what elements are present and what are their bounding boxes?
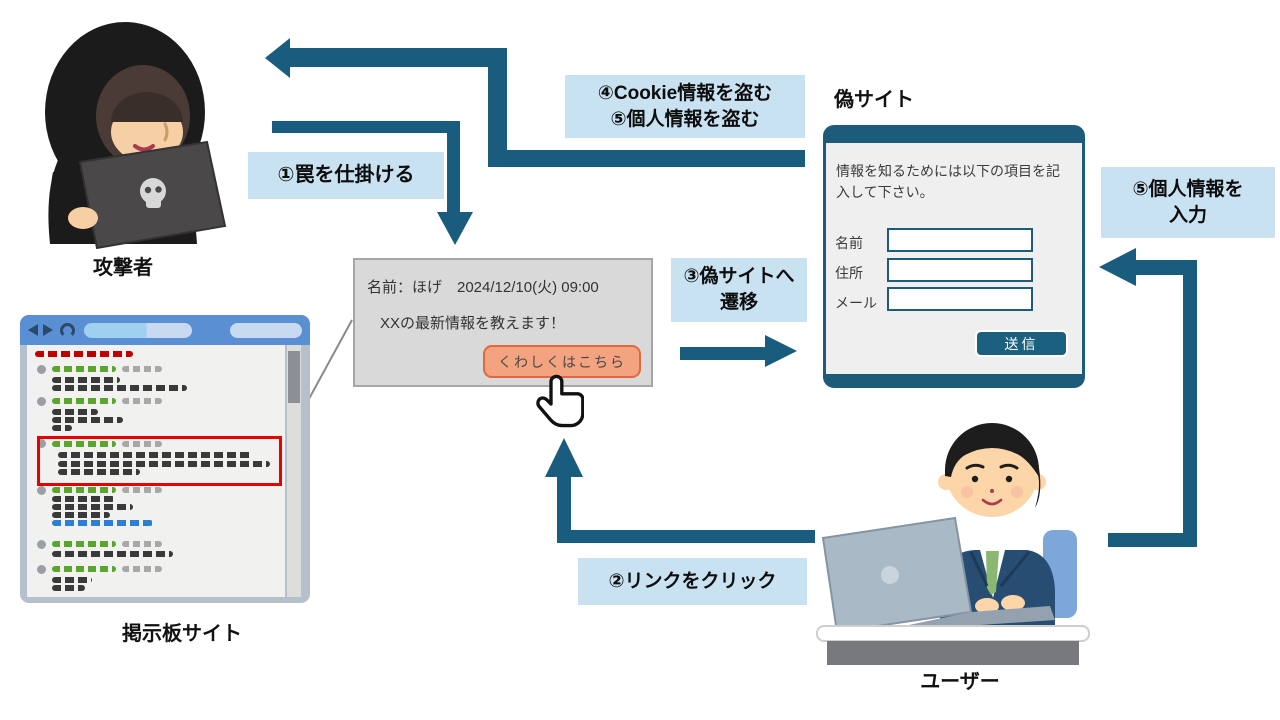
text-line-placeholder <box>58 452 252 458</box>
text-line-placeholder <box>52 417 123 423</box>
text-line-placeholder <box>52 425 72 431</box>
post-header-placeholder <box>52 441 116 447</box>
email-field[interactable] <box>887 287 1033 311</box>
post-bullet <box>37 486 46 495</box>
submit-button[interactable]: 送信 <box>975 330 1068 357</box>
scrollbar-thumb[interactable] <box>288 351 300 403</box>
bulletin-board-window <box>20 315 310 603</box>
step45-label: ④Cookie情報を盗む ⑤個人情報を盗む <box>565 75 805 138</box>
arrow-step5-left <box>1099 248 1197 547</box>
fake-site-instruction: 情報を知るためには以下の項目を記入して下さい。 <box>836 163 1060 200</box>
text-line-placeholder <box>52 504 133 510</box>
step3-label: ③偽サイトへ 遷移 <box>671 258 807 322</box>
text-line-placeholder <box>52 512 110 518</box>
post-meta-placeholder <box>122 487 162 493</box>
text-line-placeholder <box>52 577 92 583</box>
step2-label: ②リンクをクリック <box>578 558 807 605</box>
text-line-placeholder <box>52 496 115 502</box>
text-line-placeholder <box>58 469 140 475</box>
step5-label: ⑤個人情報を 入力 <box>1101 167 1275 238</box>
address-bar[interactable] <box>84 322 192 338</box>
post-meta-placeholder <box>122 398 162 404</box>
post-bullet <box>37 565 46 574</box>
search-box[interactable] <box>230 322 302 338</box>
post-bullet <box>37 397 46 406</box>
post-header-placeholder <box>52 541 116 547</box>
fake-site-window: 情報を知るためには以下の項目を記入して下さい。 名前 住所 メール 送信 <box>823 125 1085 388</box>
post-header-placeholder <box>52 566 116 572</box>
post-author-date: 名前：ほげ 2024/12/10(火) 09:00 <box>367 279 599 296</box>
malicious-post-popup: 名前：ほげ 2024/12/10(火) 09:00 XXの最新情報を教えます！ … <box>353 258 653 387</box>
text-line-placeholder <box>52 377 120 383</box>
address-field-label: 住所 <box>835 265 863 281</box>
post-bullet <box>37 365 46 374</box>
step1-label: ①罠を仕掛ける <box>248 152 444 199</box>
attacker-illustration <box>45 22 227 250</box>
email-field-label: メール <box>835 295 877 311</box>
skull-icon <box>140 178 166 208</box>
fake-site-body: 情報を知るためには以下の項目を記入して下さい。 名前 住所 メール 送信 <box>826 143 1082 374</box>
scrollbar-track[interactable] <box>287 345 301 597</box>
board-title-placeholder <box>35 351 133 357</box>
reload-icon[interactable] <box>60 322 75 338</box>
malicious-link-button[interactable]: くわしくはこちら <box>483 345 641 378</box>
text-line-placeholder <box>58 461 270 467</box>
post-meta-placeholder <box>122 366 162 372</box>
post-meta-placeholder <box>122 441 162 447</box>
name-field-label: 名前 <box>835 235 863 251</box>
name-field[interactable] <box>887 228 1033 252</box>
post-header-placeholder <box>52 398 116 404</box>
post-header-placeholder <box>52 487 116 493</box>
post-bullet <box>37 439 46 448</box>
arrow-step3-right <box>680 335 797 367</box>
forward-icon[interactable] <box>43 324 53 336</box>
board-content <box>27 345 285 597</box>
post-header-placeholder <box>52 366 116 372</box>
user-label: ユーザー <box>920 671 1000 693</box>
back-icon[interactable] <box>28 324 38 336</box>
fake-site-label: 偽サイト <box>834 89 914 111</box>
post-bullet <box>37 540 46 549</box>
user-illustration <box>816 423 1090 665</box>
link-line-placeholder[interactable] <box>52 520 153 526</box>
browser-toolbar <box>20 315 310 345</box>
address-field[interactable] <box>887 258 1033 282</box>
text-line-placeholder <box>52 385 187 391</box>
hand-cursor-icon <box>536 374 584 428</box>
text-line-placeholder <box>52 551 173 557</box>
post-message: XXの最新情報を教えます！ <box>380 315 566 332</box>
malicious-post-highlight <box>37 436 282 486</box>
attacker-label: 攻撃者 <box>93 257 153 279</box>
post-meta-placeholder <box>122 541 162 547</box>
text-line-placeholder <box>52 585 85 591</box>
post-meta-placeholder <box>122 566 162 572</box>
board-label: 掲示板サイト <box>122 623 242 645</box>
arrow-step2-up <box>545 438 815 543</box>
text-line-placeholder <box>52 409 98 415</box>
